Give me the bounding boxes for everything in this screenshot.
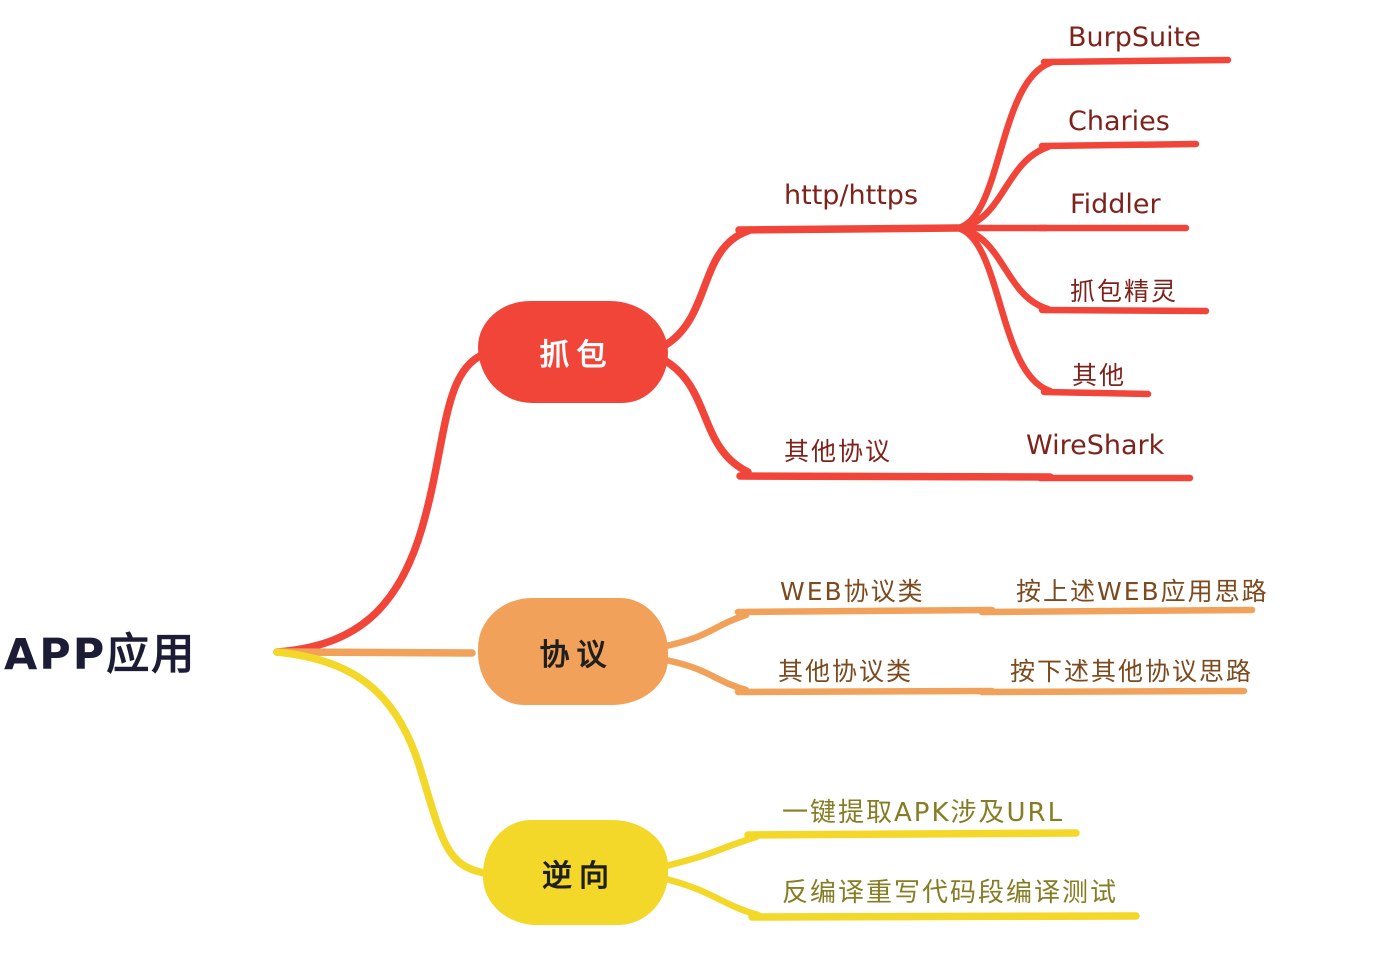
underline-extract-apk-url <box>744 829 1080 839</box>
edge-capture-to-http <box>660 227 752 350</box>
topic-fiddler[interactable]: Fiddler <box>1070 189 1161 220</box>
root-topic[interactable]: APP应用 <box>4 630 197 680</box>
underline-capture-genie <box>1038 306 1210 315</box>
topic-other-protocol[interactable]: 其他协议 <box>784 437 893 466</box>
edge-http-to-other <box>954 224 1054 395</box>
edge-root-to-protocol <box>273 648 476 657</box>
edge-protocol-to-web <box>662 611 750 650</box>
topic-other-protocol-class[interactable]: 其他协议类 <box>778 657 914 686</box>
branch-node-protocol[interactable]: 协议 <box>478 598 668 705</box>
edge-protocol-to-otherclass <box>662 656 750 694</box>
topic-burpsuite[interactable]: BurpSuite <box>1068 22 1201 53</box>
branch-node-label: 逆向 <box>542 858 616 894</box>
underline-http-https <box>735 224 962 234</box>
underline-other-protocol <box>736 472 1054 481</box>
edge-reverse-to-extract <box>662 833 760 870</box>
underline-charies <box>1038 140 1200 150</box>
topic-charies[interactable]: Charies <box>1068 106 1170 137</box>
edge-capture-to-otherproto <box>660 356 752 476</box>
topic-follow-web-approach[interactable]: 按上述WEB应用思路 <box>1016 577 1269 606</box>
topic-follow-other-approach[interactable]: 按下述其他协议思路 <box>1010 657 1254 686</box>
topic-decompile-rewrite[interactable]: 反编译重写代码段编译测试 <box>782 878 1119 908</box>
underline-other <box>1040 388 1152 398</box>
topic-extract-apk-url[interactable]: 一键提取APK涉及URL <box>782 798 1065 828</box>
branch-node-capture[interactable]: 抓包 <box>478 301 668 403</box>
topic-capture-genie[interactable]: 抓包精灵 <box>1070 277 1179 306</box>
underline-other-protocol-class <box>734 687 996 696</box>
edge-http-to-burpsuite <box>954 59 1054 232</box>
topic-http-https[interactable]: http/https <box>784 180 919 211</box>
edge-reverse-to-decompile <box>662 875 762 919</box>
branch-node-label: 抓包 <box>539 338 614 373</box>
underline-burpsuite <box>1040 56 1232 66</box>
topic-web-protocol-class[interactable]: WEB协议类 <box>780 577 925 606</box>
edge-http-to-charies <box>954 143 1052 232</box>
topic-wireshark[interactable]: WireShark <box>1026 430 1165 461</box>
branch-node-reverse[interactable]: 逆向 <box>483 820 668 925</box>
underline-follow-web-approach <box>978 606 1256 616</box>
topic-other[interactable]: 其他 <box>1072 361 1127 390</box>
underline-decompile-rewrite <box>748 912 1140 921</box>
underline-follow-other-approach <box>978 687 1248 696</box>
edge-root-to-capture <box>273 350 488 656</box>
branch-node-label: 协议 <box>539 637 614 673</box>
edge-root-to-reverse <box>273 648 494 878</box>
underline-web-protocol-class <box>734 606 996 616</box>
